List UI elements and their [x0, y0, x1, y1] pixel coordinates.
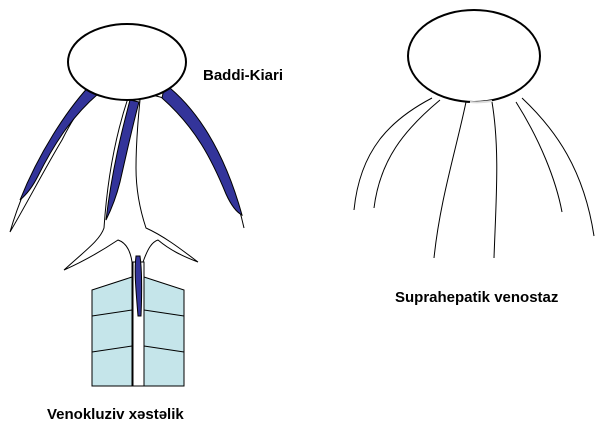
left-vein-wall: [10, 88, 100, 232]
right-fig-outer-right-vein-inner: [516, 102, 562, 212]
label-suprahepatic: Suprahepatik venostaz: [395, 290, 558, 305]
label-venoocclusive: Venokluziv xəstəlik: [47, 407, 184, 422]
right-fig-outer-left-vein: [354, 98, 432, 210]
suprahepatic-figure: [354, 10, 594, 258]
vena-cava-left: [68, 24, 186, 100]
sinusoid-panel-left: [92, 277, 132, 386]
sinusoid-panel-right: [144, 277, 184, 386]
label-budd-chiari: Baddi-Kiari: [203, 68, 283, 83]
vena-cava-right: [408, 10, 540, 102]
right-fig-mid-right-vein: [492, 102, 497, 258]
right-vein-wall: [156, 92, 244, 228]
right-fig-outer-left-vein-inner: [374, 100, 440, 208]
right-fig-outer-right-vein: [522, 98, 594, 236]
right-vein-thrombus: [162, 84, 242, 215]
right-fig-mid-left-vein: [434, 102, 466, 258]
